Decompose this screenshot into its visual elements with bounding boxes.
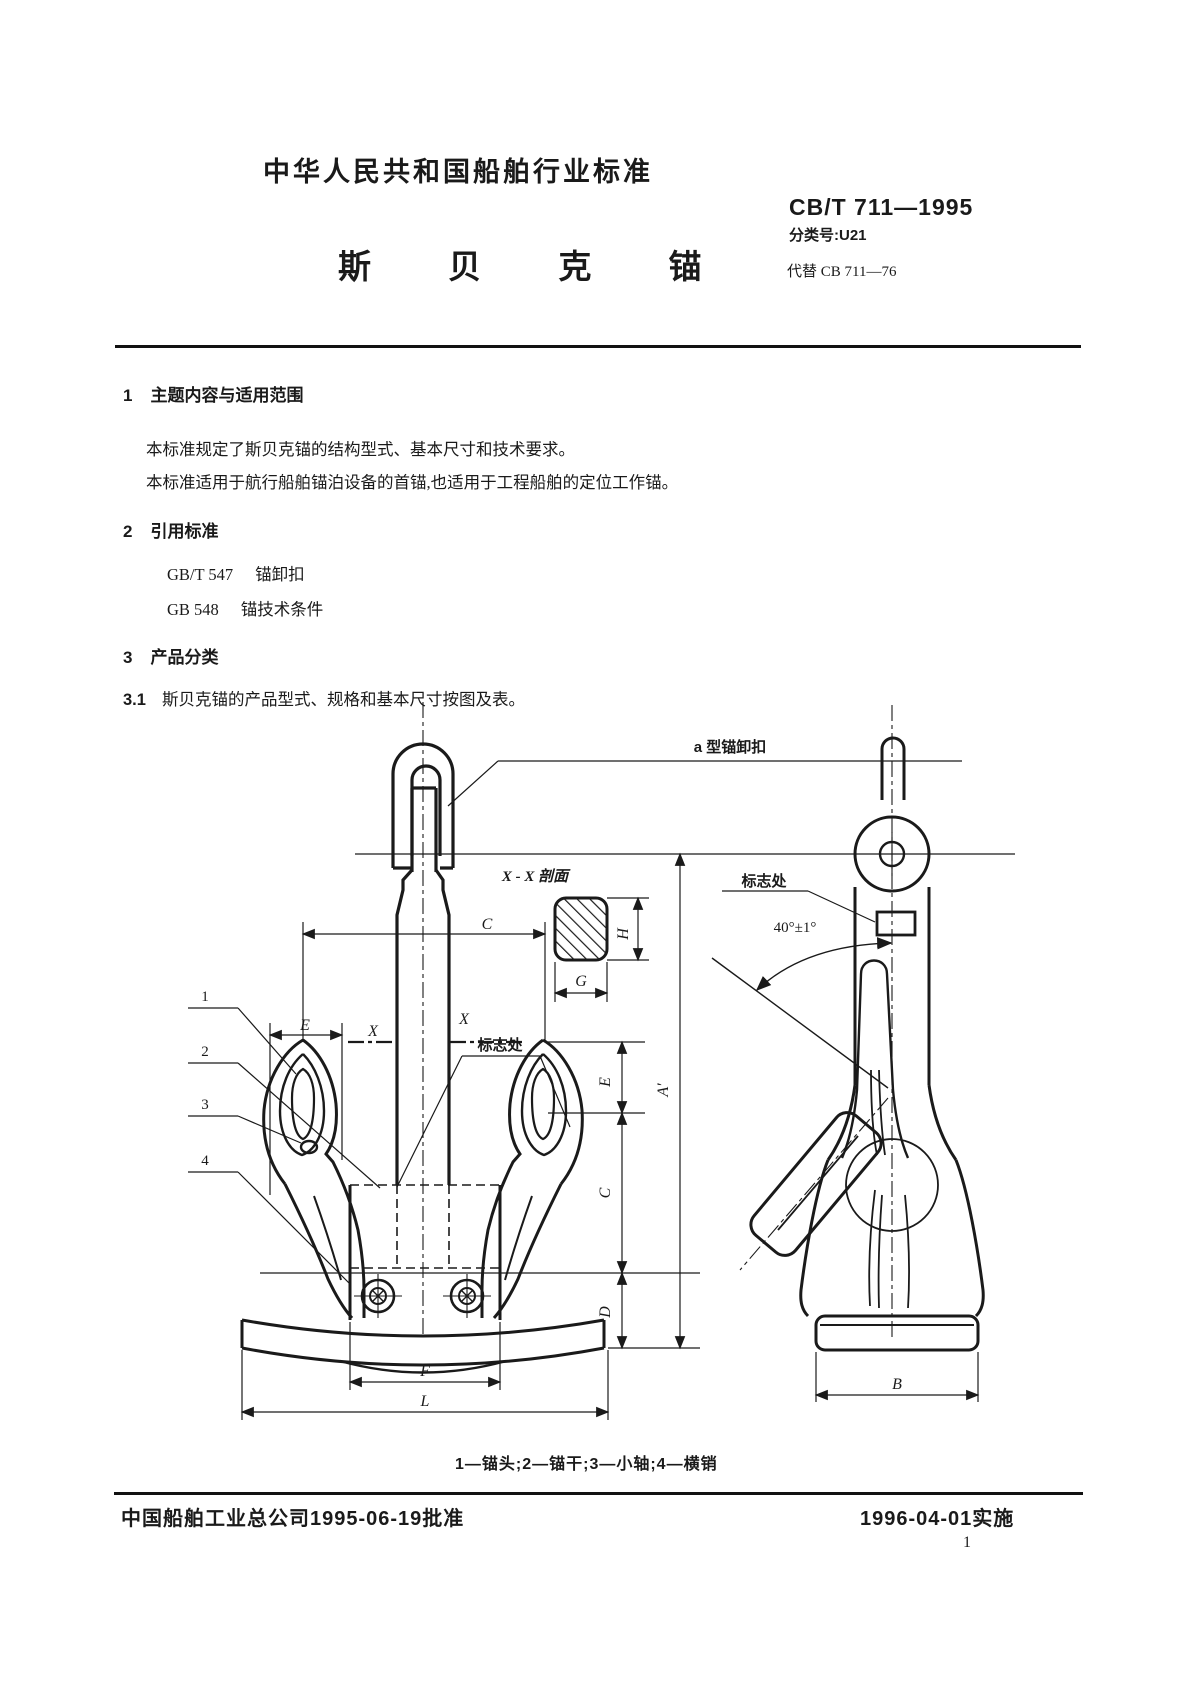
section-2-number: 2 — [123, 522, 133, 541]
front-shackle — [391, 742, 455, 872]
angle-label: 40°±1° — [774, 920, 817, 936]
hatched-section — [553, 896, 609, 962]
side-vertical-fluke — [840, 959, 910, 1159]
implementation-note: 1996-04-01实施 — [860, 1508, 1015, 1530]
cross-pin-bolts — [354, 1274, 491, 1318]
front-view-drawing — [240, 702, 606, 1374]
section-dims — [553, 896, 649, 1002]
front-left-fluke — [262, 1038, 366, 1319]
dim-label-b: B — [892, 1376, 902, 1393]
reference-2-code: GB 548 — [167, 600, 219, 619]
mark-label-side: 标志处 — [740, 872, 787, 890]
replaces-note: 代替 CB 711—76 — [787, 264, 897, 280]
dim-label-h: H — [615, 927, 632, 941]
part-label-3: 3 — [201, 1097, 209, 1113]
dim-label-e-left: E — [299, 1017, 310, 1034]
dim-label-f: F — [419, 1363, 430, 1380]
dim-label-e-right: E — [597, 1077, 614, 1088]
side-mark-leader — [722, 890, 876, 923]
section-1-heading: 1 主题内容与适用范围 — [123, 381, 303, 406]
front-crown — [348, 1184, 502, 1320]
section-3-heading: 3 产品分类 — [123, 643, 218, 668]
anchor-technical-drawing: a 型锚卸扣 X - X 剖面 标志处 标志处 40°±1° C E X X E… — [188, 702, 1015, 1420]
side-crown — [799, 1138, 985, 1318]
section-mark-x-right: X — [458, 1011, 470, 1028]
document-title: 斯 贝 克 锚 — [338, 248, 736, 285]
shackle-note-label: a 型锚卸扣 — [694, 738, 767, 756]
section-3-title: 产品分类 — [150, 648, 219, 667]
reference-2: GB 548 锚技术条件 — [167, 596, 323, 620]
section-1-number: 1 — [123, 386, 133, 405]
reference-1-code: GB/T 547 — [167, 565, 234, 584]
section-2-heading: 2 引用标准 — [123, 517, 218, 542]
footer-rule — [114, 1492, 1083, 1495]
front-dimensions — [188, 760, 962, 1420]
section-mark-x-left: X — [367, 1023, 379, 1040]
mark-label-front: 标志处 — [476, 1036, 523, 1054]
front-right-fluke — [480, 1038, 584, 1319]
dim-label-a: A′ — [655, 1083, 672, 1098]
reference-1-name: 锚卸扣 — [255, 565, 305, 584]
section-detail — [553, 896, 649, 1002]
side-view-drawing — [711, 705, 985, 1402]
figure-labels: a 型锚卸扣 X - X 剖面 标志处 标志处 40°±1° C E X X E… — [201, 738, 902, 1410]
part-label-2: 2 — [201, 1044, 209, 1060]
dim-label-c-horizontal: C — [482, 916, 493, 933]
section-1-title: 主题内容与适用范围 — [150, 386, 304, 405]
fluke-angle — [711, 937, 893, 1089]
standard-code: CB/T 711—1995 — [789, 194, 974, 220]
part-label-4: 4 — [201, 1153, 209, 1169]
header-rule — [115, 345, 1081, 348]
classification-number: 分类号:U21 — [789, 227, 867, 244]
side-tilted-fluke — [739, 1097, 889, 1271]
front-base-plate — [240, 1318, 606, 1374]
figure-caption: 1—锚头;2—锚干;3—小轴;4—横销 — [455, 1456, 718, 1473]
reference-2-name: 锚技术条件 — [240, 600, 324, 619]
dim-label-c-vertical: C — [597, 1187, 614, 1198]
side-shackle — [853, 736, 931, 893]
dim-label-l: L — [420, 1393, 430, 1410]
section-1-paragraph-1: 本标准规定了斯贝克锚的结构型式、基本尺寸和技术要求。 — [146, 440, 575, 459]
dim-label-g: G — [575, 973, 587, 990]
approval-note: 中国船舶工业总公司1995-06-19批准 — [121, 1508, 465, 1530]
industry-standard-title: 中华人民共和国船舶行业标准 — [263, 157, 653, 187]
marking-plate — [875, 910, 917, 937]
clause-3-1: 3.1 斯贝克锚的产品型式、规格和基本尺寸按图及表。 — [123, 686, 525, 710]
part-label-1: 1 — [201, 989, 209, 1005]
section-3-number: 3 — [123, 648, 133, 667]
side-dim-B — [814, 1352, 980, 1402]
section-1-paragraph-2: 本标准适用于航行船舶锚泊设备的首锚,也适用于工程船舶的定位工作锚。 — [146, 473, 679, 492]
clause-3-1-number: 3.1 — [123, 691, 146, 709]
section-2-title: 引用标准 — [150, 522, 219, 541]
section-title-label: X - X 剖面 — [501, 868, 571, 885]
small-axle — [299, 1139, 319, 1155]
clause-3-1-text: 斯贝克锚的产品型式、规格和基本尺寸按图及表。 — [161, 690, 525, 709]
reference-1: GB/T 547 锚卸扣 — [167, 561, 305, 585]
side-base-plate — [814, 1314, 980, 1352]
dim-label-d: D — [597, 1306, 614, 1319]
front-shank — [395, 868, 451, 1185]
page-number: 1 — [963, 1534, 971, 1551]
